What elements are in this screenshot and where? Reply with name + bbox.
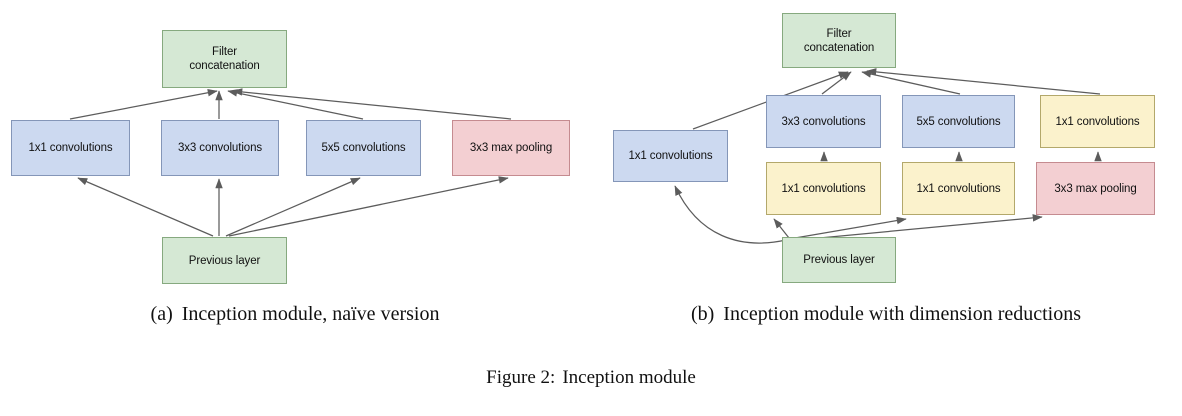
edge-5x5-to-concat [861, 70, 961, 95]
figure-title: Inception module [562, 367, 696, 388]
node-1x1-reduction-before-3x3[interactable]: 1x1 convolutions [766, 162, 881, 215]
node-label: 5x5 convolutions [916, 115, 1001, 128]
node-1x1-convolutions-left[interactable]: 1x1 convolutions [613, 130, 728, 182]
edge-prev-to-1x1 [77, 177, 214, 237]
edge-3x3-to-concat [821, 71, 852, 95]
figure-label: Figure 2: [486, 367, 556, 388]
diagram-a-edges [69, 88, 512, 237]
edge-1x1-to-concat [69, 89, 218, 120]
node-label: 3x3 convolutions [177, 142, 263, 154]
node-label: 1x1 convolutions [628, 150, 713, 162]
subcaption-b-tag: (b) [690, 303, 715, 325]
node-label: Previous layer [803, 254, 875, 266]
subcaption-a-text: Inception module, naïve version [181, 303, 440, 325]
diagram-inception-naive: Filter concatenation 1x1 convolutions 3x… [0, 0, 590, 300]
node-label: 5x5 convolutions [321, 142, 406, 154]
node-label: 1x1 convolutions [916, 182, 1001, 195]
subcaption-b: (b) Inception module with dimension reduc… [590, 303, 1182, 326]
subcaption-a: (a) Inception module, naïve version [0, 303, 590, 326]
node-label: Previous layer [188, 254, 261, 267]
node-5x5-convolutions[interactable]: 5x5 convolutions [902, 95, 1015, 148]
node-label: Filter concatenation [801, 27, 877, 55]
node-5x5-convolutions[interactable]: 5x5 convolutions [306, 120, 421, 176]
subcaption-a-tag: (a) [150, 303, 173, 325]
edge-pool-to-concat [232, 88, 512, 120]
node-label: 1x1 convolutions [1055, 115, 1140, 128]
filter-concat-line-2: concatenation [803, 41, 875, 54]
filter-concat-line-2: concatenation [189, 60, 260, 72]
node-filter-concatenation[interactable]: Filter concatenation [782, 13, 896, 68]
edge-prev-to-pool [228, 176, 509, 237]
node-1x1-convolutions[interactable]: 1x1 convolutions [11, 120, 130, 176]
node-previous-layer[interactable]: Previous layer [782, 237, 896, 283]
node-previous-layer[interactable]: Previous layer [162, 237, 287, 284]
diagram-inception-dim-reduction: Filter concatenation 1x1 convolutions 3x… [590, 0, 1182, 300]
node-1x1-reduction-before-5x5[interactable]: 1x1 convolutions [902, 162, 1015, 215]
node-label: 3x3 max pooling [1054, 182, 1137, 195]
edge-prev-to-maxpool [797, 214, 1043, 241]
figure-caption: Figure 2: Inception module [0, 367, 1182, 389]
node-3x3-convolutions[interactable]: 3x3 convolutions [161, 120, 279, 176]
filter-concat-line-1: Filter [212, 46, 237, 58]
subcaption-b-text: Inception module with dimension reductio… [723, 303, 1082, 325]
node-label: 1x1 convolutions [781, 182, 866, 195]
filter-concat-line-1: Filter [826, 27, 852, 40]
node-label: Filter concatenation [186, 45, 262, 73]
node-3x3-max-pooling[interactable]: 3x3 max pooling [452, 120, 570, 176]
edge-prev-to-1x1-left [674, 185, 787, 244]
node-1x1-convolutions-right[interactable]: 1x1 convolutions [1040, 95, 1155, 148]
edge-prev-to-reduce-b [794, 216, 907, 239]
edge-prev-to-5x5 [225, 177, 361, 237]
edge-1x1-right-to-concat [866, 68, 1101, 95]
node-3x3-max-pooling[interactable]: 3x3 max pooling [1036, 162, 1155, 215]
node-label: 3x3 convolutions [781, 115, 866, 128]
node-3x3-convolutions[interactable]: 3x3 convolutions [766, 95, 881, 148]
node-filter-concatenation[interactable]: Filter concatenation [162, 30, 287, 88]
edge-prev-to-reduce-a [773, 218, 790, 239]
node-label: 1x1 convolutions [28, 142, 113, 154]
diagram-b-edges [674, 68, 1102, 244]
edge-5x5-to-concat [227, 89, 364, 120]
node-label: 3x3 max pooling [469, 142, 553, 154]
